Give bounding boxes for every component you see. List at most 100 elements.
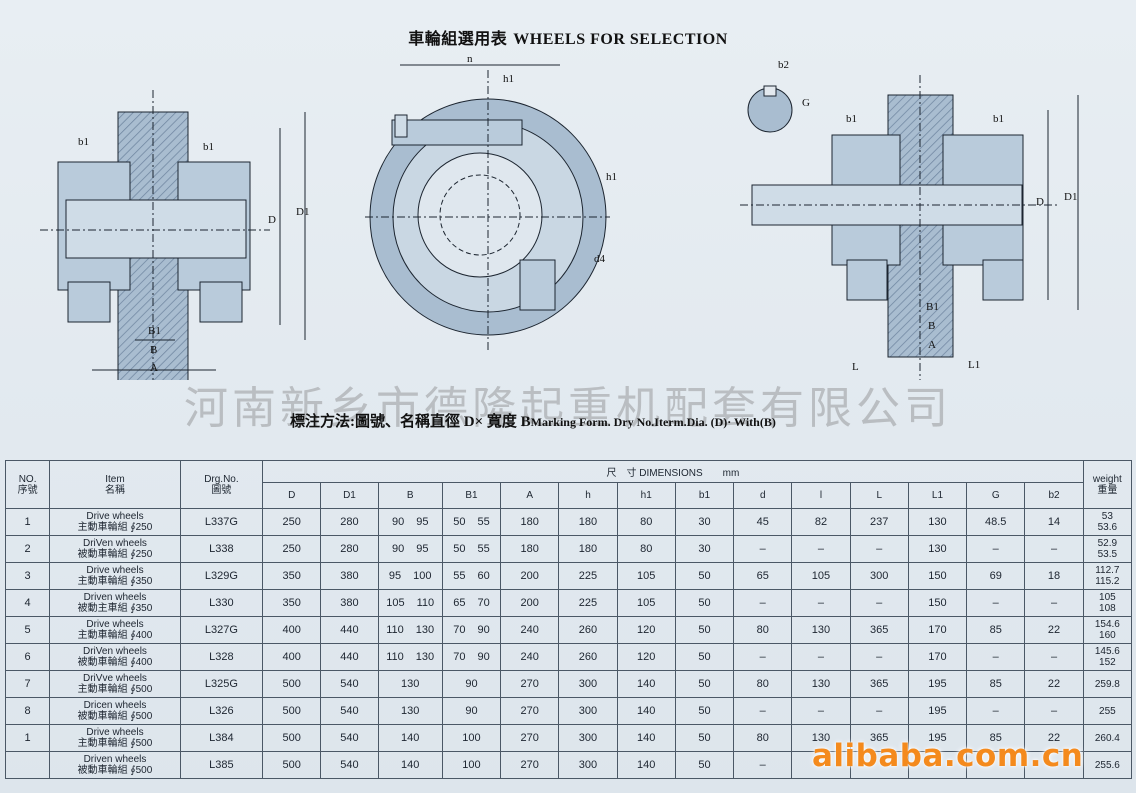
cell-d1: 540 [320,697,379,725]
label-D-left: D [268,214,276,226]
cell-b1: 30 [674,508,735,536]
header-col-d: d [733,482,793,509]
label-G: G [802,97,810,109]
item-name-en: Drive wheels [86,727,144,738]
label-B-drive: B [928,320,935,332]
weight-value: 52.9 [1097,538,1118,549]
cell-d: 500 [262,724,322,752]
cell-l [849,751,909,779]
cell-drg: L385 [179,751,264,779]
cell-h: 300 [558,670,618,698]
cell-b1: 50 [674,643,735,671]
cell-a: 270 [500,724,560,752]
cell-l1 [907,751,968,779]
cell-weight: 259.8 [1082,670,1133,698]
cell-drg: L328 [179,643,264,671]
cell-l1: 130 [907,508,968,536]
cell-a: 270 [500,670,560,698]
cell-b1: 50 [674,562,735,590]
cell-weight: 255.6 [1082,751,1133,779]
cell-b-value: 110 [386,624,404,636]
cell-no: 1 [4,724,51,752]
label-A-left: A [150,362,158,374]
cell-d: 80 [733,670,793,698]
item-name-en: DriVen wheels [83,646,147,657]
cell-b1-value: 50 [453,543,466,555]
cell-b1: 50 [674,670,735,698]
item-name-zh: 主動車輪組 ∮400 [77,630,153,641]
alibaba-logo: alibaba.com.cn [812,738,1084,774]
cell-h: 225 [558,589,618,617]
cell-b-value: 90 [391,516,405,528]
cell-d1: 440 [320,643,379,671]
header-no: NO.序號 [4,460,51,509]
cell-b1-value: 100 [462,759,481,771]
header-col-b: B [377,482,443,509]
weight-value: 259.8 [1094,678,1120,690]
shaft-key-detail [747,85,793,133]
cell-l: – [849,589,909,617]
cell-drg: L338 [179,535,264,563]
weight-value: 105 [1099,592,1116,603]
cell-b-value: 90 [391,543,405,555]
cell-no: 2 [4,535,51,563]
cell-b1: 50 [674,589,735,617]
cell-h1: 140 [616,697,676,725]
cell-l: – [849,697,909,725]
item-name-en: Dricen wheels [83,700,147,711]
cell-b: 130 [377,697,443,725]
bearing-cover-circle [417,152,543,278]
cell-h1: 120 [616,643,676,671]
label-D1-left: D1 [296,206,309,218]
cell-g: 48.5 [966,508,1026,536]
label-D1-drive: D1 [1064,191,1077,203]
cell-b1-value: 50 [453,516,466,528]
label-h1-top: h1 [503,73,514,85]
cell-l: 130 [791,724,851,752]
cell-d1: 280 [320,508,379,536]
cell-d: – [733,697,793,725]
cell-b1: 50 [674,724,735,752]
cell-h1: 80 [616,508,676,536]
end-view-drawing [365,64,610,350]
item-name-en: Drive wheels [86,619,144,630]
cell-no: 3 [4,562,51,590]
cell-l1: 170 [907,643,968,671]
cell-l: – [849,643,909,671]
weight-value: 255 [1099,705,1116,717]
axle [65,199,247,259]
cell-l1: 150 [907,589,968,617]
weight-value: 255.6 [1094,759,1120,771]
cell-d: 500 [262,697,322,725]
header-col-b2: b2 [1024,482,1084,509]
cell-h1: 105 [616,589,676,617]
cell-b2: 22 [1024,616,1084,644]
label-L-drive: L [852,361,859,373]
cell-b2: – [1024,697,1084,725]
cell-b-value: 100 [413,570,432,582]
cell-b1-value: 65 [453,597,466,609]
cell-l: 130 [791,670,851,698]
cell-l1: 150 [907,562,968,590]
cell-b1: 30 [674,535,735,563]
weight-value: 53.5 [1097,549,1118,560]
side-section-drawing [40,90,306,380]
header-col-l: L [849,482,909,509]
title-en: WHEELS FOR SELECTION [513,31,728,48]
cell-b1: 100 [441,724,502,752]
cell-b1: 90 [441,697,502,725]
